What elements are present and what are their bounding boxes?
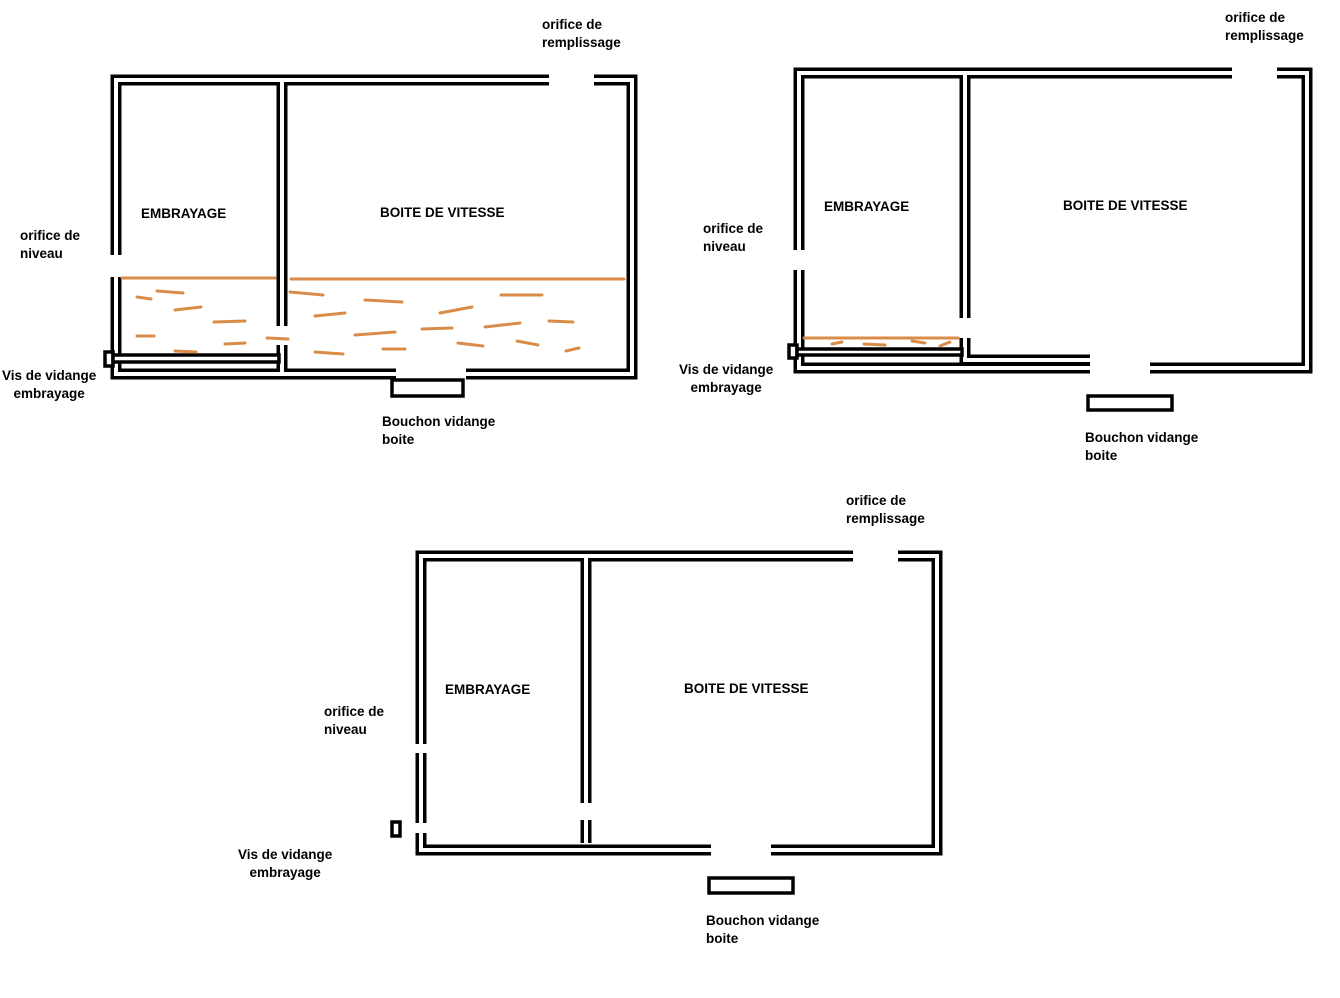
gearbox-compartment-label: BOITE DE VITESSE — [684, 681, 809, 696]
oil — [802, 336, 960, 348]
gearbox-compartment-label: BOITE DE VITESSE — [380, 205, 505, 220]
clutch-drain-screw — [390, 820, 402, 838]
diagram-2 — [787, 67, 1313, 412]
clutch-compartment-label: EMBRAYAGE — [141, 206, 227, 221]
clutch-compartment-label: EMBRAYAGE — [445, 682, 531, 697]
drain-plug — [390, 378, 465, 398]
clutch-drain-tube — [111, 353, 281, 364]
drain-plug — [707, 876, 795, 895]
diagram-1 — [103, 74, 638, 398]
oil — [120, 276, 626, 356]
clutch-drain-tube — [795, 347, 964, 357]
oil-dashes — [830, 339, 952, 348]
gearbox-walls — [415, 550, 943, 856]
clutch-compartment-label: EMBRAYAGE — [824, 199, 910, 214]
gearbox-compartment-label: BOITE DE VITESSE — [1063, 198, 1188, 213]
diagram-3 — [390, 550, 943, 895]
gearbox-walls — [793, 67, 1313, 374]
gearbox-walls — [110, 74, 638, 380]
drain-plug — [1086, 394, 1174, 412]
oil-dashes — [135, 289, 581, 356]
